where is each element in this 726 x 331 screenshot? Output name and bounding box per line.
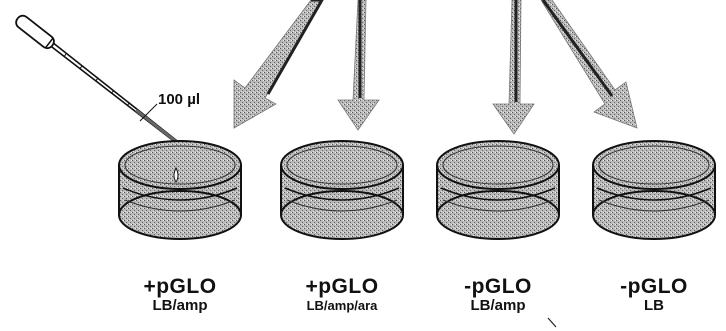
arrow-2 bbox=[338, 0, 379, 130]
plate-media-1: LB/amp bbox=[125, 298, 235, 314]
arrow-1 bbox=[234, 0, 322, 128]
petri-dish-3 bbox=[437, 141, 559, 239]
plate-label-2: +pGLO LB/amp/ara bbox=[282, 276, 402, 314]
plate-label-3: -pGLO LB/amp bbox=[443, 276, 553, 314]
volume-label: 100 µl bbox=[158, 91, 200, 108]
stray-mark bbox=[548, 318, 556, 327]
droplet bbox=[174, 168, 178, 182]
arrow-4 bbox=[541, 0, 637, 128]
petri-dish-1 bbox=[119, 141, 241, 239]
plate-media-2: LB/amp/ara bbox=[282, 298, 402, 314]
petri-dish-2 bbox=[281, 141, 403, 239]
plate-media-3: LB/amp bbox=[443, 298, 553, 314]
plate-plasmid-3: -pGLO bbox=[443, 276, 553, 298]
plate-plasmid-4: -pGLO bbox=[604, 276, 704, 298]
plate-label-4: -pGLO LB bbox=[604, 276, 704, 314]
petri-dish-4 bbox=[593, 141, 715, 239]
plate-label-1: +pGLO LB/amp bbox=[125, 276, 235, 314]
plate-media-4: LB bbox=[604, 298, 704, 314]
arrow-3 bbox=[493, 0, 534, 134]
plate-plasmid-1: +pGLO bbox=[125, 276, 235, 298]
plate-plasmid-2: +pGLO bbox=[282, 276, 402, 298]
